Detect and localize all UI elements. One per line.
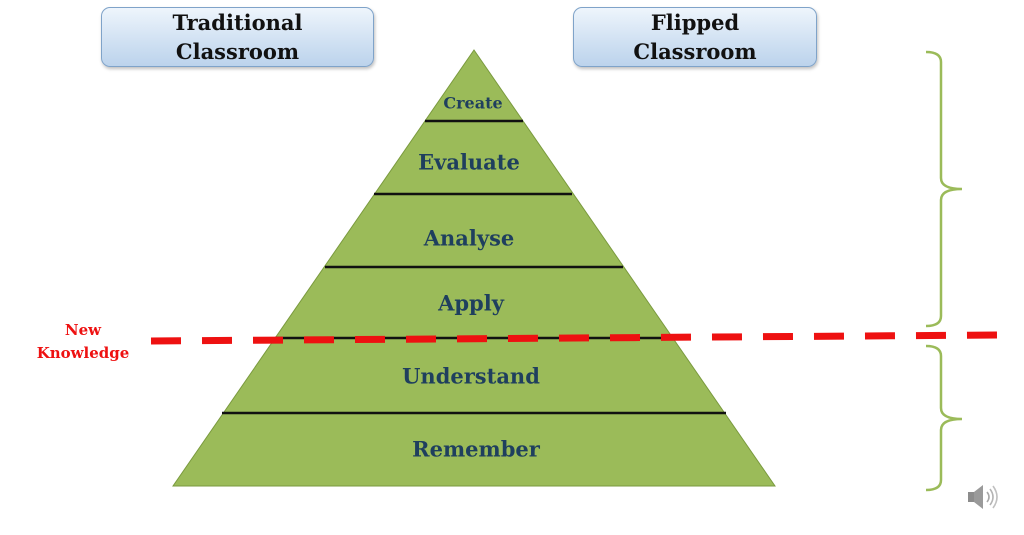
- level-analyse: Analyse: [423, 226, 515, 251]
- upper-brace: [925, 50, 963, 328]
- new-knowledge-line: [150, 331, 1001, 345]
- lower-brace: [925, 344, 963, 492]
- level-evaluate: Evaluate: [418, 150, 520, 175]
- level-apply: Apply: [437, 291, 505, 316]
- level-understand: Understand: [402, 364, 540, 389]
- speaker-icon[interactable]: [968, 485, 998, 509]
- traditional-classroom-header: Traditional Classroom: [101, 7, 374, 67]
- flipped-classroom-label: Flipped Classroom: [633, 10, 757, 64]
- flipped-classroom-header: Flipped Classroom: [573, 7, 817, 67]
- new-knowledge-label-line1: New: [65, 321, 102, 339]
- new-knowledge-label-line2: Knowledge: [37, 344, 130, 362]
- level-remember: Remember: [412, 437, 541, 462]
- level-create: Create: [443, 94, 502, 113]
- traditional-classroom-label: Traditional Classroom: [172, 10, 303, 64]
